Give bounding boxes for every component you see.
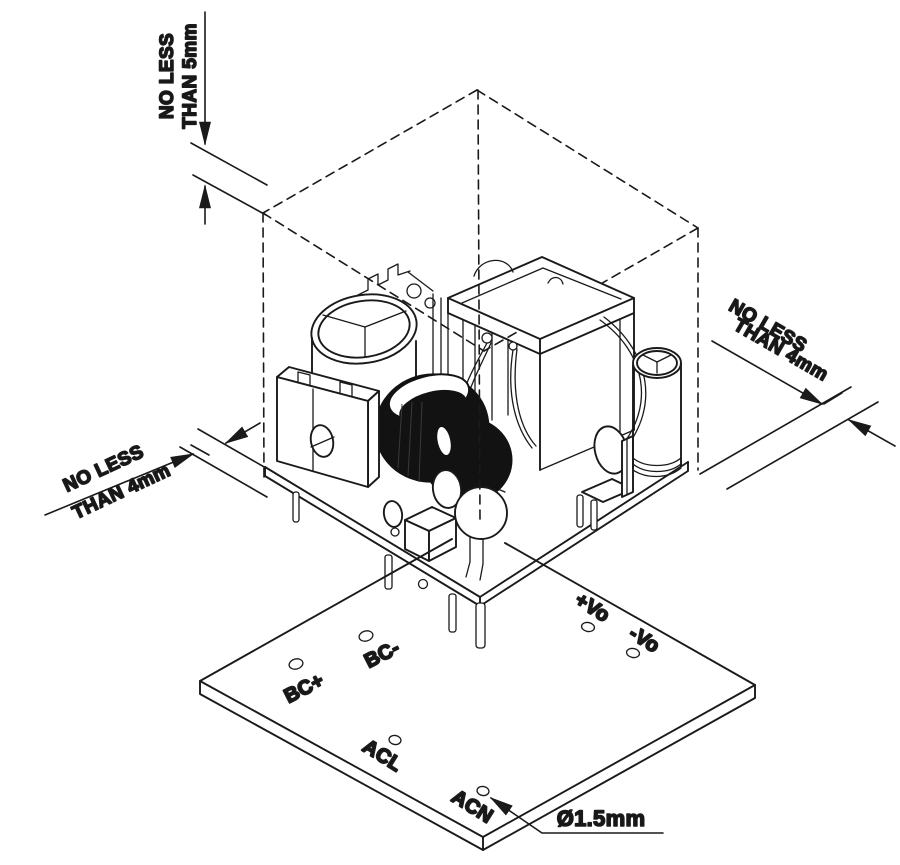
dimension-line: [44, 453, 195, 516]
dimension-line: [224, 422, 261, 444]
extension-line: [197, 428, 267, 469]
pin-label-bc-plus: BC+: [281, 669, 328, 707]
module-pin: [448, 593, 457, 633]
board-holes: [288, 621, 641, 797]
extension-line: [699, 386, 852, 475]
envelope-left-vertical-edge: [262, 212, 265, 482]
board-top-face: [199, 538, 484, 838]
module-pin: [475, 602, 486, 649]
envelope-front-left-edge: [262, 212, 485, 352]
envelope-front-vertical-edge: [477, 89, 481, 521]
hole-diameter-callout: Ø1.5mm: [489, 797, 664, 834]
extension-tick: [190, 444, 210, 456]
dimension-right-clearance: NO LESS THAN 4mm: [699, 295, 896, 490]
board-pin-labels: BC+ BC- +Vo -Vo ACL ACN: [280, 588, 665, 829]
transformer-terminal: [481, 332, 493, 344]
pcb-hole: [417, 578, 429, 590]
leader-line: [489, 797, 664, 834]
disc-capacitors: [382, 469, 508, 581]
capacitor-vent-lines: [322, 310, 407, 357]
pin-label-bc-minus: BC-: [361, 637, 403, 673]
board-thickness: [199, 680, 756, 851]
psu-module: [264, 256, 689, 649]
extension-line: [190, 142, 268, 186]
module-pin: [576, 494, 584, 528]
board-hole-vo-minus: [625, 647, 641, 659]
pcb-hole: [390, 527, 400, 537]
pin-label-vo-plus: +Vo: [571, 589, 614, 627]
small-box-component: [404, 506, 457, 562]
dimension-left-clearance: NO LESS THAN 4mm: [44, 422, 268, 525]
board-hole-acl: [388, 734, 402, 746]
extension-line: [192, 174, 267, 216]
module-pin: [384, 554, 393, 590]
board-hole-bc-minus: [358, 630, 374, 642]
envelope-top-right-edge: [476, 89, 699, 229]
module-pin: [292, 491, 300, 523]
right-side-components: [581, 347, 682, 503]
large-capacitor: [310, 293, 418, 387]
envelope-top-left-edge: [262, 89, 478, 214]
dimension-top-text-line2: THAN 5mm: [180, 23, 201, 129]
dimension-line: [847, 419, 896, 447]
capacitor-vent-lines: [642, 354, 672, 374]
module-pins: [292, 491, 598, 649]
board-hole-bc-plus: [288, 658, 304, 670]
dimension-line: [711, 340, 824, 405]
film-capacitor: [276, 366, 380, 488]
extension-line: [726, 401, 879, 490]
board-top-face: [482, 542, 756, 838]
mounting-board: BC+ BC- +Vo -Vo ACL ACN: [199, 538, 756, 851]
board-hole-vo-plus: [580, 621, 596, 633]
extension-tick: [823, 392, 843, 405]
toroid-center-hole: [435, 425, 453, 457]
hole-diameter-text: Ø1.5mm: [557, 806, 646, 831]
transformer-terminal: [508, 341, 518, 351]
module-pin: [590, 499, 598, 531]
dimension-top-clearance: NO LESS THAN 5mm: [156, 11, 268, 225]
dimension-top-text-line1: NO LESS: [157, 33, 178, 119]
small-capacitor: [632, 347, 682, 478]
toroid-inductor: [374, 373, 513, 503]
board-hole-acn: [476, 785, 490, 797]
film-capacitor-hole: [309, 424, 335, 458]
